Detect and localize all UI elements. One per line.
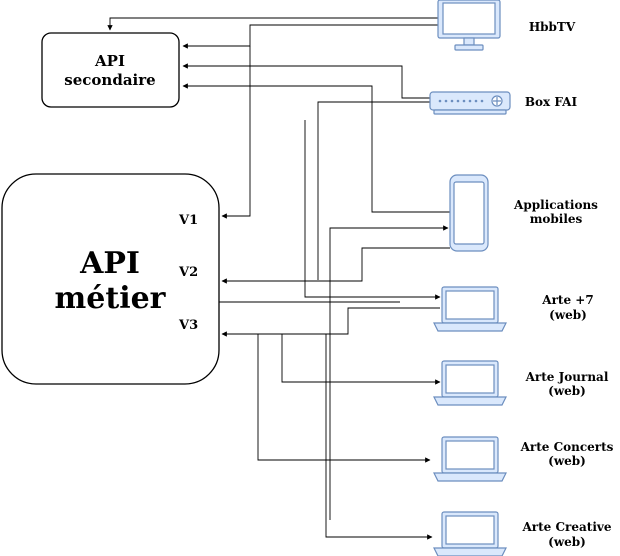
laptop-icon xyxy=(433,511,507,556)
laptop-icon xyxy=(433,286,507,332)
api-metier-node: API métier V1 V2 V3 xyxy=(1,173,220,385)
connector-arte-concerts xyxy=(257,334,431,463)
connector-v3-mobile xyxy=(329,225,449,520)
smartphone-icon xyxy=(449,174,489,252)
connector-boxfai-down xyxy=(317,101,430,280)
arte-plus7-line1: Arte +7 xyxy=(541,293,593,307)
connector-secondaire-v1 xyxy=(221,46,251,219)
connections xyxy=(107,17,450,540)
api-secondaire-line2: secondaire xyxy=(64,71,155,89)
hbbtv-label: HbbTV xyxy=(529,20,576,34)
arte-creative-line1: Arte Creative xyxy=(522,520,612,534)
arte-plus7-line2: (web) xyxy=(549,308,587,322)
connector-hbbtv-api-secondaire-right xyxy=(182,24,438,49)
applications-mobiles-line2: mobiles xyxy=(530,212,583,226)
connector-mobile-v2 xyxy=(221,247,450,284)
arte-creative-line2: (web) xyxy=(548,535,586,549)
connector-arte-journal xyxy=(281,334,441,385)
api-metier-line1: API xyxy=(79,246,140,281)
port-v3: V3 xyxy=(178,318,198,333)
applications-mobiles-line1: Applications xyxy=(513,198,598,212)
api-secondaire-node: API secondaire xyxy=(41,32,180,108)
connector-mobile-api-secondaire xyxy=(182,83,450,213)
connector-hbbtv-api-secondaire xyxy=(107,17,438,31)
arte-journal-line1: Arte Journal xyxy=(525,370,609,384)
arte-concerts-line2: (web) xyxy=(548,454,586,468)
set-top-box-icon xyxy=(429,91,511,115)
port-v2: V2 xyxy=(178,265,198,280)
box-fai-label: Box FAI xyxy=(525,95,578,109)
arte-concerts-line1: Arte Concerts xyxy=(520,440,614,454)
api-metier-line2: métier xyxy=(55,281,167,316)
port-v1: V1 xyxy=(178,213,198,228)
api-secondaire-line1: API xyxy=(94,52,125,70)
arte-journal-line2: (web) xyxy=(548,384,586,398)
monitor-icon xyxy=(437,0,501,51)
connector-boxfai-api-secondaire xyxy=(182,63,430,99)
connector-arteplus7-v3 xyxy=(221,307,440,337)
connector-arte-creative xyxy=(325,334,433,540)
laptop-icon xyxy=(433,436,507,482)
connector-arteplus7 xyxy=(304,120,441,300)
laptop-icon xyxy=(433,360,507,406)
